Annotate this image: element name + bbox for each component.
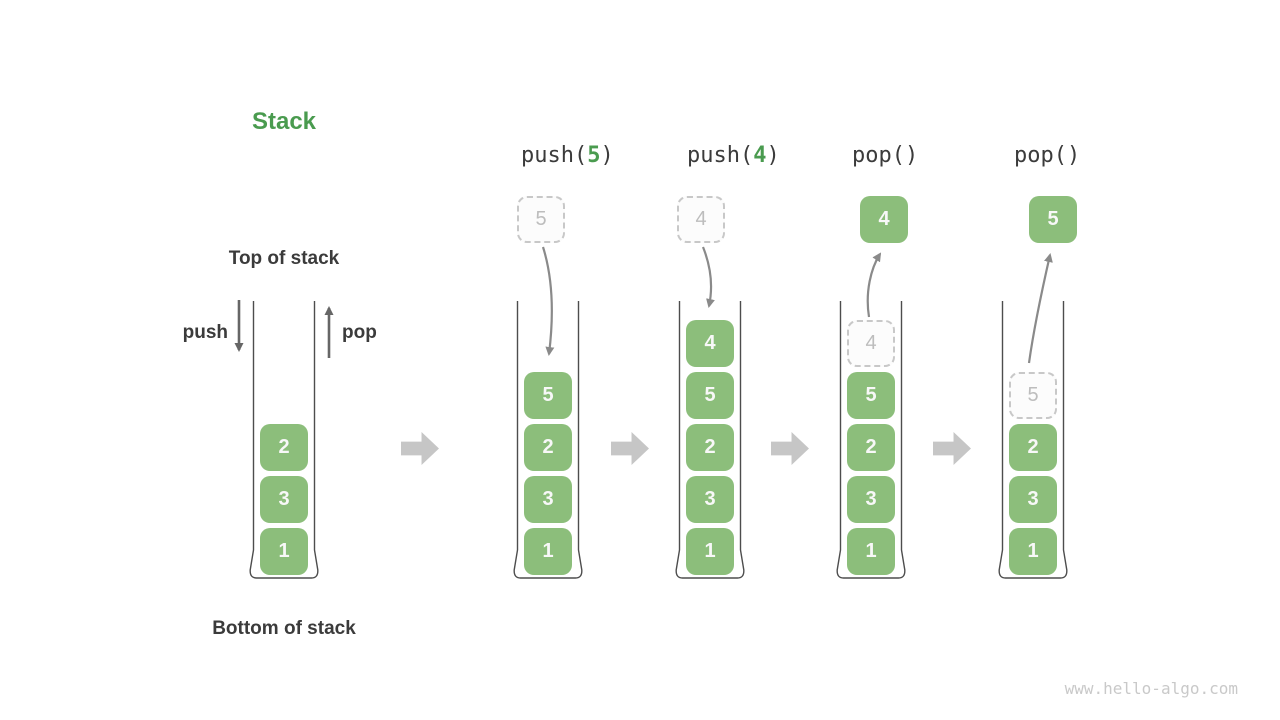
stack-element: 3 [847, 476, 895, 523]
stack-element: 3 [524, 476, 572, 523]
popped-element: 5 [1029, 196, 1077, 243]
diagram-title: Stack [251, 108, 317, 135]
stack-element: 3 [260, 476, 308, 523]
stack-element: 2 [686, 424, 734, 471]
stack-element: 5 [686, 372, 734, 419]
bottom-of-stack-label: Bottom of stack [212, 618, 356, 639]
incoming-element: 4 [677, 196, 725, 243]
push4-motion-arrow-icon [701, 246, 715, 308]
watermark: www.hello-algo.com [1064, 679, 1238, 698]
stack-element: 1 [524, 528, 572, 575]
push-label: push [182, 322, 228, 343]
stack-element: 1 [686, 528, 734, 575]
stack-element: 2 [847, 424, 895, 471]
op-prefix: push( [687, 143, 754, 168]
top-of-stack-label: Top of stack [228, 248, 340, 269]
incoming-element: 5 [517, 196, 565, 243]
op-prefix: push( [521, 143, 588, 168]
stack-element: 2 [1009, 424, 1057, 471]
op-suffix: ) [600, 143, 614, 168]
operation-label-push5: push(5) [521, 144, 614, 168]
stack-element: 2 [260, 424, 308, 471]
pop-label: pop [342, 322, 377, 343]
stack-container [998, 301, 1068, 579]
transition-arrow-icon [401, 432, 439, 465]
stack-element: 3 [686, 476, 734, 523]
ghost-element: 5 [1009, 372, 1057, 419]
stack-element: 1 [847, 528, 895, 575]
stack-element: 1 [1009, 528, 1057, 575]
transition-arrow-icon [771, 432, 809, 465]
op-suffix: ) [766, 143, 780, 168]
stack-container [249, 301, 319, 579]
stack-container [675, 301, 745, 579]
operation-label-pop2: pop() [1014, 144, 1080, 168]
op-prefix: pop() [852, 143, 919, 168]
stack-element: 5 [847, 372, 895, 419]
operation-label-push4: push(4) [687, 144, 780, 168]
transition-arrow-icon [611, 432, 649, 465]
op-argument: 5 [587, 143, 601, 168]
operation-label-pop1: pop() [852, 144, 918, 168]
stack-element: 2 [524, 424, 572, 471]
ghost-element: 4 [847, 320, 895, 367]
op-prefix: pop() [1014, 143, 1081, 168]
stack-element: 4 [686, 320, 734, 367]
transition-arrow-icon [933, 432, 971, 465]
popped-element: 4 [860, 196, 908, 243]
stack-element: 1 [260, 528, 308, 575]
stack-container [513, 301, 583, 579]
stack-element: 5 [524, 372, 572, 419]
stack-container [836, 301, 906, 579]
op-argument: 4 [753, 143, 767, 168]
stack-element: 3 [1009, 476, 1057, 523]
